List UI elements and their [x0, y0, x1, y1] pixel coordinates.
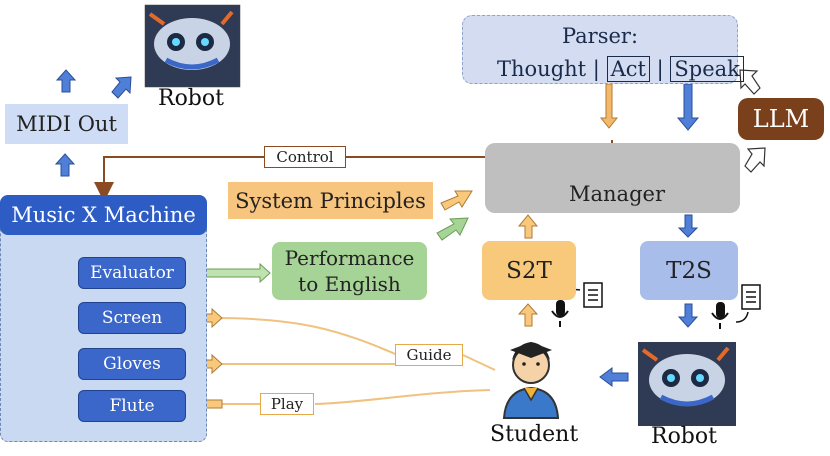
- play-label: Play: [260, 393, 314, 415]
- manager-label: Manager: [569, 182, 665, 206]
- performance-to-english-box: Performance to English: [272, 242, 427, 300]
- llm-to-parser-arrow: [739, 69, 761, 95]
- guide-label: Guide: [395, 344, 463, 366]
- control-label: Control: [264, 146, 346, 168]
- s2t-box: S2T: [482, 241, 576, 300]
- parser-separator: |: [656, 57, 664, 81]
- robot-to-student-arrow: [599, 367, 629, 387]
- midi-out-box: MIDI Out: [5, 104, 128, 144]
- speak-down-arrow: [676, 83, 700, 131]
- parser-separator: |: [592, 57, 600, 81]
- performance-line2: to English: [298, 272, 401, 296]
- t2s-box: T2S: [640, 241, 738, 300]
- student-icon: [502, 342, 560, 419]
- screen-line: [214, 317, 401, 357]
- robot-bottom-caption: Robot: [651, 424, 717, 449]
- s2t-mic-icon: [551, 300, 569, 327]
- robot-top-caption: Robot: [158, 86, 224, 111]
- s2t-to-manager-arrow: [517, 214, 539, 239]
- manager-box: [485, 143, 740, 213]
- performance-line1: Performance: [284, 246, 415, 270]
- t2s-doc-icon: [735, 284, 761, 323]
- music-x-machine-title: Music X Machine: [0, 195, 207, 235]
- act-down-arrow: [599, 83, 619, 129]
- parser-speak: Speak: [670, 56, 744, 82]
- screen-module: Screen: [78, 302, 186, 334]
- t2s-mic-icon: [711, 302, 729, 329]
- t2s-to-robot-arrow: [677, 303, 699, 328]
- system-principles-box: System Principles: [228, 182, 433, 219]
- parser-thought: Thought: [497, 57, 587, 81]
- flute-module: Flute: [78, 390, 186, 422]
- performance-to-manager-arrow: [436, 217, 469, 241]
- student-to-s2t-arrow: [517, 303, 539, 327]
- parser-box: Parser: Thought | Act | Speak: [462, 15, 744, 84]
- parser-title: Parser:: [561, 24, 639, 48]
- llm-box: LLM: [738, 98, 824, 140]
- midi-diag-arrow: [111, 76, 132, 99]
- evaluator-module: Evaluator: [78, 257, 186, 289]
- machine-to-midi-arrow: [54, 153, 76, 177]
- parser-act: Act: [606, 56, 650, 82]
- student-to-play-line: [314, 389, 491, 405]
- midi-to-robot-arrow: [55, 69, 77, 93]
- student-caption: Student: [490, 422, 579, 447]
- robot-image-bottom: [638, 342, 736, 426]
- manager-to-t2s-arrow: [677, 214, 699, 238]
- gloves-module: Gloves: [78, 348, 186, 380]
- parser-fields: Thought | Act | Speak: [497, 56, 744, 82]
- system-to-manager-arrow: [440, 190, 473, 211]
- manager-to-llm-arrow: [744, 147, 766, 173]
- guide-to-student-line: [462, 354, 496, 371]
- robot-image-top: [144, 4, 241, 88]
